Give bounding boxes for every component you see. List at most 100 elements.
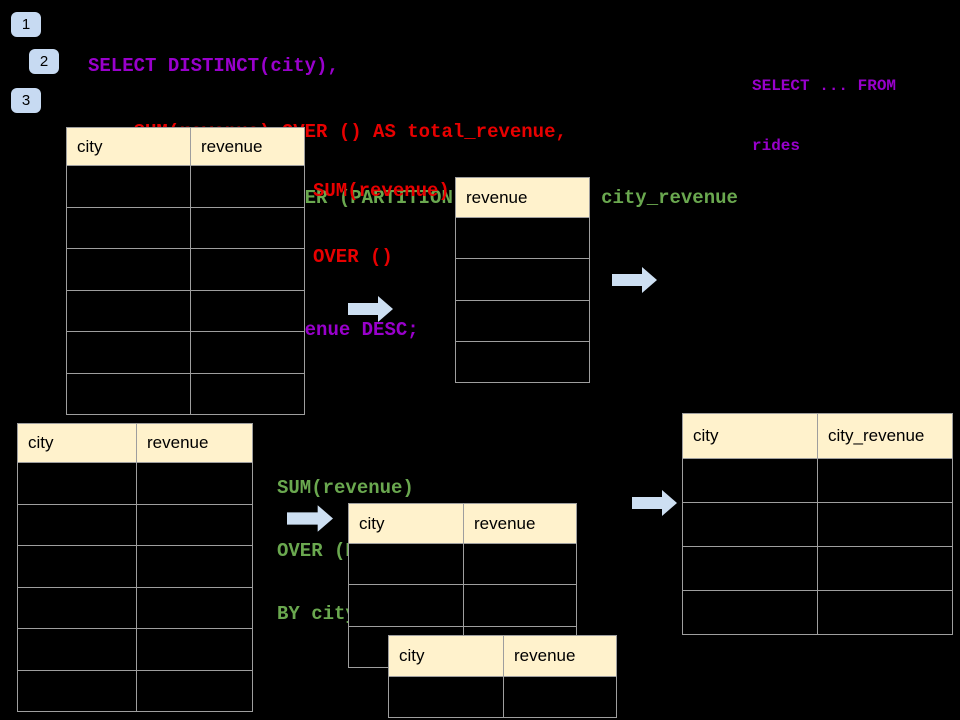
table-cell <box>388 676 504 718</box>
arrow-right-icon <box>612 267 657 298</box>
table-source-rides-bottom: city revenue <box>17 423 253 712</box>
step-badge-3: 3 <box>11 88 41 113</box>
table-cell <box>136 628 253 671</box>
table-cell <box>17 462 137 505</box>
table-row <box>455 299 590 342</box>
table-cell <box>817 590 953 635</box>
table-row <box>455 216 590 260</box>
table-row <box>66 165 305 208</box>
column-header-city: city <box>682 413 818 459</box>
table-cell <box>455 340 590 384</box>
table-cell <box>503 676 617 718</box>
table-cell <box>136 586 253 629</box>
table-row <box>17 628 253 671</box>
table-cell <box>682 546 818 591</box>
column-header-revenue: revenue <box>463 503 577 544</box>
step-badge-1: 1 <box>11 12 41 37</box>
table-header-row: city revenue <box>66 127 305 166</box>
table-cell <box>455 258 590 301</box>
table-cell <box>17 586 137 629</box>
step-badge-label: 3 <box>21 92 31 109</box>
table-row <box>66 289 305 332</box>
table-row <box>17 586 253 629</box>
table-total-revenue-result: revenue <box>455 177 590 384</box>
table-row <box>455 340 590 384</box>
table-cell <box>17 545 137 588</box>
table-cell <box>66 248 191 291</box>
table-cell <box>136 545 253 588</box>
step-badge-2: 2 <box>29 49 59 74</box>
table-row <box>17 669 253 712</box>
from-note-line2: rides <box>752 137 801 155</box>
table-cell <box>136 669 253 712</box>
table-row <box>348 542 577 586</box>
table-cell <box>17 669 137 712</box>
table-row <box>66 372 305 415</box>
column-header-revenue: revenue <box>136 423 253 463</box>
annotation-total-revenue: SUM(revenue) OVER () <box>313 136 450 312</box>
table-header-row: revenue <box>455 177 590 218</box>
column-header-city: city <box>66 127 191 166</box>
table-row <box>682 502 953 547</box>
table-row <box>17 462 253 505</box>
table-cell <box>817 502 953 547</box>
table-cell <box>66 289 191 332</box>
table-row <box>348 584 577 627</box>
table-cell <box>190 206 305 249</box>
table-cell <box>66 206 191 249</box>
table-cell <box>66 372 191 415</box>
table-cell <box>817 458 953 503</box>
column-header-city-revenue: city_revenue <box>817 413 953 459</box>
table-partition-group-front: city revenue <box>388 635 617 718</box>
from-note-line1: SELECT ... FROM <box>752 77 897 95</box>
table-cell <box>17 628 137 671</box>
table-row <box>682 590 953 635</box>
step-badge-label: 1 <box>21 16 31 33</box>
table-cell <box>66 165 191 208</box>
table-cell <box>136 462 253 505</box>
table-header-row: city revenue <box>348 503 577 544</box>
arrow-right-icon <box>287 505 333 537</box>
table-cell <box>66 331 191 374</box>
table-row <box>66 206 305 249</box>
table-cell <box>136 503 253 546</box>
column-header-city: city <box>348 503 464 544</box>
table-cell <box>190 165 305 208</box>
table-row <box>682 458 953 503</box>
arrow-right-icon <box>348 296 393 327</box>
table-row <box>682 546 953 591</box>
table-cell <box>817 546 953 591</box>
table-cell <box>682 590 818 635</box>
table-row <box>17 503 253 546</box>
annotation-line: OVER () <box>313 246 393 268</box>
annotation-line: SUM(revenue) <box>313 180 450 202</box>
column-header-revenue: revenue <box>190 127 305 166</box>
table-source-rides-top: city revenue <box>66 127 305 415</box>
annotation-line: SUM(revenue) <box>277 477 414 499</box>
table-row <box>66 248 305 291</box>
column-header-revenue: revenue <box>455 177 590 218</box>
table-header-row: city revenue <box>388 635 617 677</box>
column-header-city: city <box>17 423 137 463</box>
table-cell <box>463 542 577 586</box>
column-header-city: city <box>388 635 504 677</box>
table-row <box>455 258 590 301</box>
table-row <box>17 545 253 588</box>
table-cell <box>17 503 137 546</box>
table-row <box>388 676 617 718</box>
arrow-right-icon <box>632 490 677 521</box>
table-cell <box>682 502 818 547</box>
table-cell <box>682 458 818 503</box>
table-cell <box>348 584 464 627</box>
table-row <box>66 331 305 374</box>
table-cell <box>455 216 590 260</box>
table-cell <box>190 372 305 415</box>
table-cell <box>190 248 305 291</box>
table-header-row: city revenue <box>17 423 253 463</box>
table-cell <box>190 289 305 332</box>
sql-line-select: SELECT DISTINCT(city), <box>88 55 339 77</box>
table-cell <box>463 584 577 627</box>
table-cell <box>455 299 590 342</box>
table-cell <box>190 331 305 374</box>
